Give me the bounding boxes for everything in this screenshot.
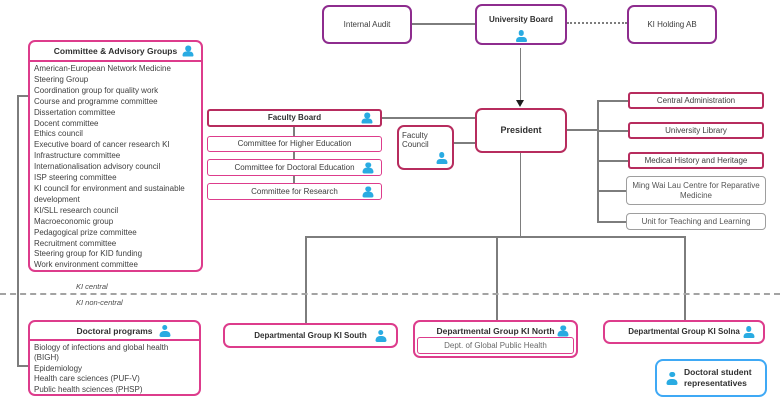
faculty-council-label: Faculty Council: [402, 131, 429, 150]
person-icon: [158, 325, 171, 337]
panel-doctoral-programs: Doctoral programs Biology of infections …: [28, 320, 201, 396]
box-committee-higher-education: Committee for Higher Education: [207, 136, 382, 152]
central-administration-label: Central Administration: [656, 95, 736, 105]
faculty-board-label: Faculty Board: [267, 113, 322, 123]
box-president: President: [475, 108, 567, 153]
connector-groups-horizontal: [305, 236, 685, 238]
box-dept-group-ki-north: Departmental Group KI North Dept. of Glo…: [413, 320, 578, 358]
committee-advisory-list: American-European Network Medicine Steer…: [34, 64, 185, 270]
person-icon: [182, 46, 194, 57]
connector-president-down: [519, 153, 521, 237]
box-committee-research: Committee for Research: [207, 183, 382, 200]
person-icon: [362, 186, 374, 197]
connector-faculty-council-president: [454, 142, 475, 144]
committee-doctoral-education-label: Committee for Doctoral Education: [234, 162, 355, 172]
box-committee-doctoral-education: Committee for Doctoral Education: [207, 159, 382, 176]
person-icon: [374, 330, 387, 342]
box-dept-group-ki-solna: Departmental Group KI Solna: [603, 320, 765, 344]
divider-ki-central: [0, 293, 780, 295]
committee-advisory-header: Committee & Advisory Groups: [30, 42, 201, 62]
box-dept-group-ki-south: Departmental Group KI South: [223, 323, 398, 348]
legend-label: Doctoral student representatives: [684, 367, 752, 388]
university-board-label: University Board: [488, 15, 554, 24]
connector-faculty-board-president: [382, 117, 475, 119]
person-icon: [435, 152, 448, 164]
dept-global-public-health-label: Dept. of Global Public Health: [444, 340, 547, 350]
connector-university-board-ki-holding: [567, 22, 627, 24]
dept-group-ki-south-label: Departmental Group KI South: [254, 330, 367, 340]
committee-higher-education-label: Committee for Higher Education: [237, 139, 352, 149]
doctoral-programs-list: Biology of infections and global health …: [34, 343, 169, 394]
connector-drop-solna: [684, 236, 686, 320]
dept-group-ki-solna-label: Departmental Group KI Solna: [628, 327, 740, 337]
ming-wai-lau-centre-label: Ming Wai Lau Centre for Reparative Medic…: [632, 181, 760, 200]
connector-internal-audit-university-board: [412, 23, 475, 25]
connector-drop-north: [496, 236, 498, 320]
connector-university-board-president: [519, 48, 521, 101]
box-unit-teaching-learning: Unit for Teaching and Learning: [626, 213, 766, 230]
person-icon: [557, 325, 569, 336]
connector-unit-branch-3: [597, 160, 628, 162]
person-icon: [362, 162, 374, 173]
connector-faculty-2: [293, 152, 295, 159]
box-central-administration: Central Administration: [628, 92, 764, 109]
committee-research-label: Committee for Research: [251, 186, 338, 196]
dept-group-ki-north-label: Departmental Group KI North: [436, 325, 555, 336]
connector-faculty-3: [293, 176, 295, 183]
label-ki-central: KI central: [76, 282, 108, 291]
box-faculty-board: Faculty Board: [207, 109, 382, 127]
doctoral-programs-title: Doctoral programs: [76, 325, 153, 336]
committee-advisory-title: Committee & Advisory Groups: [53, 46, 178, 56]
connector-faculty-1: [293, 127, 295, 136]
connector-president-right: [567, 129, 598, 131]
connector-unit-branch-1: [597, 100, 628, 102]
arrow-head: [516, 100, 524, 107]
connector-unit-branch-4: [597, 190, 628, 192]
person-icon: [742, 326, 755, 338]
connector-committee-elbow-top: [17, 95, 28, 97]
medical-history-heritage-label: Medical History and Heritage: [644, 155, 748, 165]
box-dept-global-public-health: Dept. of Global Public Health: [417, 337, 574, 354]
box-faculty-council: Faculty Council: [397, 125, 454, 170]
internal-audit-label: Internal Audit: [343, 19, 391, 29]
box-university-library: University Library: [628, 122, 764, 139]
connector-committee-elbow-vertical: [17, 95, 19, 366]
ki-holding-label: KI Holding AB: [647, 19, 697, 29]
box-ming-wai-lau-centre: Ming Wai Lau Centre for Reparative Medic…: [626, 176, 766, 205]
person-icon: [665, 372, 679, 385]
unit-teaching-learning-label: Unit for Teaching and Learning: [641, 216, 751, 226]
person-icon: [515, 30, 528, 42]
connector-unit-branch-2: [597, 130, 628, 132]
person-icon: [361, 113, 373, 124]
connector-drop-south: [305, 236, 307, 323]
box-internal-audit: Internal Audit: [322, 5, 412, 44]
connector-committee-elbow-bottom: [17, 365, 28, 367]
university-library-label: University Library: [665, 125, 727, 135]
label-ki-non-central: KI non-central: [76, 298, 123, 307]
box-ki-holding: KI Holding AB: [627, 5, 717, 44]
box-medical-history-heritage: Medical History and Heritage: [628, 152, 764, 169]
box-university-board: University Board: [475, 4, 567, 45]
doctoral-programs-header: Doctoral programs: [30, 322, 199, 341]
dept-group-ki-north-header: Departmental Group KI North: [415, 322, 576, 339]
president-label: President: [500, 125, 542, 136]
panel-committee-advisory-groups: Committee & Advisory Groups American-Eur…: [28, 40, 203, 272]
connector-unit-branch-5: [597, 221, 628, 223]
legend-doctoral-student-representatives: Doctoral student representatives: [655, 359, 767, 397]
